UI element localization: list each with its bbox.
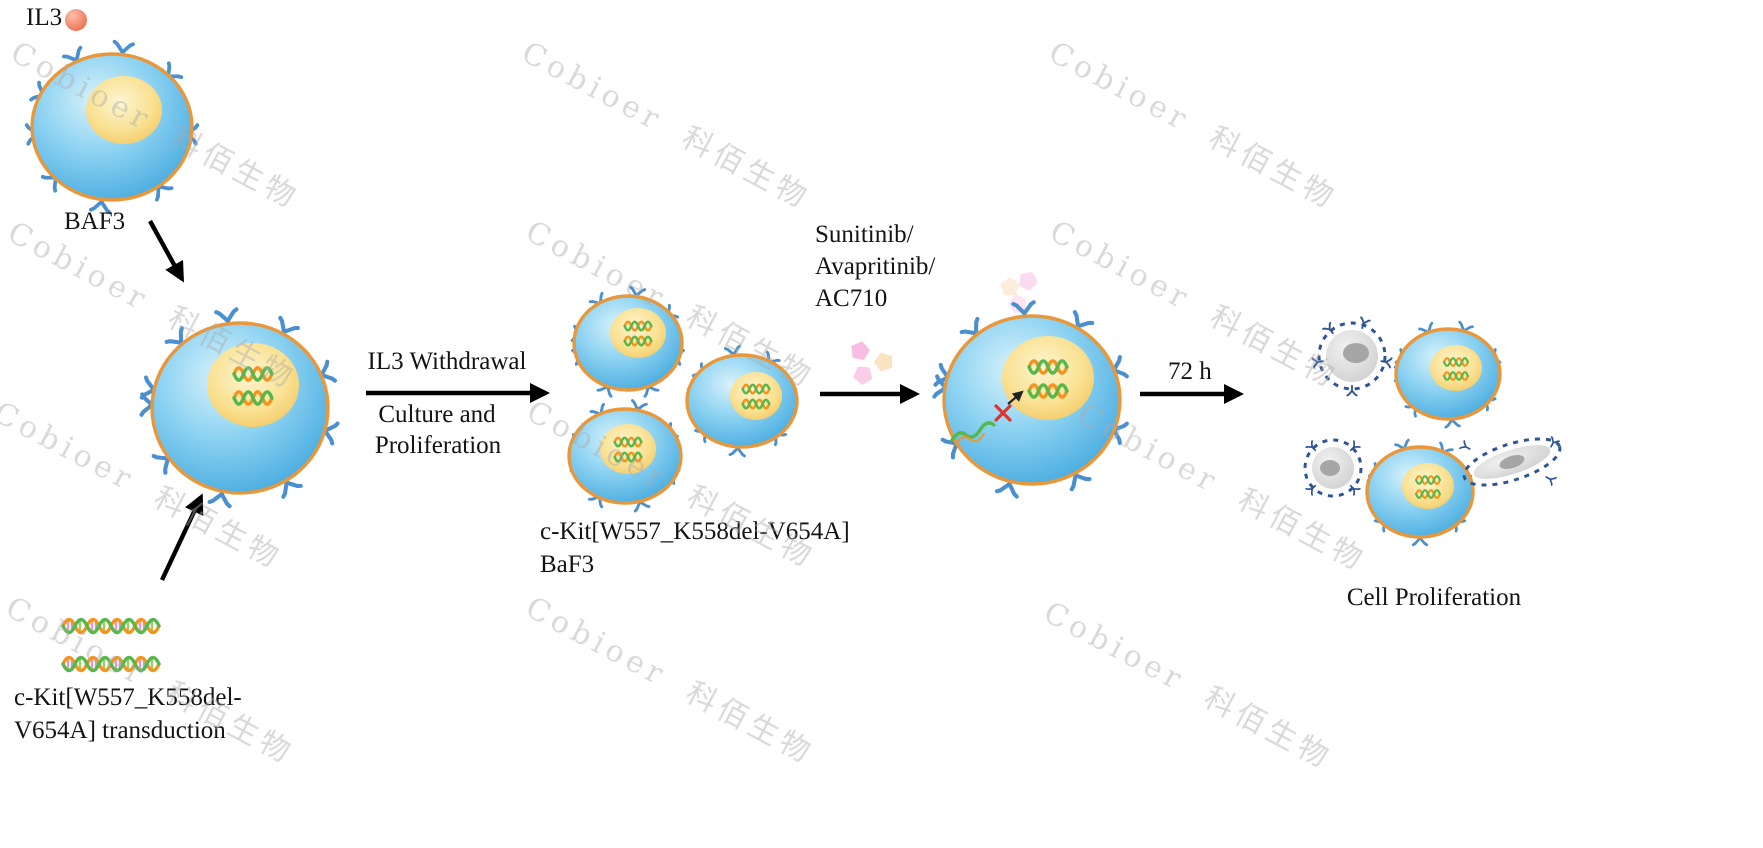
mutant-cell xyxy=(567,399,683,513)
result-cells xyxy=(1303,316,1562,547)
dna-transduction-icon xyxy=(61,617,161,673)
inhibited-kinase-icon xyxy=(950,390,1024,446)
nucleus xyxy=(610,308,666,358)
nucleus xyxy=(1002,336,1094,420)
transduced-cell xyxy=(142,309,338,506)
arrow-transduction-up xyxy=(160,493,204,581)
nucleus xyxy=(730,372,782,420)
apoptotic-cell xyxy=(1303,438,1363,498)
mutant-cell xyxy=(685,344,799,458)
nucleus xyxy=(1430,345,1482,391)
mutant-cell xyxy=(570,285,685,398)
proliferating-cell xyxy=(1393,320,1502,429)
baf3-cell xyxy=(24,39,200,215)
nucleus xyxy=(207,343,299,427)
apoptotic-spindle-cell xyxy=(1459,436,1562,487)
drug-treated-cell xyxy=(934,302,1127,496)
nucleus xyxy=(1402,463,1454,509)
nucleus xyxy=(600,424,656,474)
proliferating-cell xyxy=(1365,438,1475,547)
mutant-cell-cluster xyxy=(567,285,799,513)
arrow-baf3-to-transduced xyxy=(148,219,184,283)
il3-ligand-icon xyxy=(65,9,87,31)
drug-molecules-icon xyxy=(849,339,896,388)
nucleus xyxy=(86,76,162,144)
apoptotic-cell xyxy=(1311,316,1393,397)
